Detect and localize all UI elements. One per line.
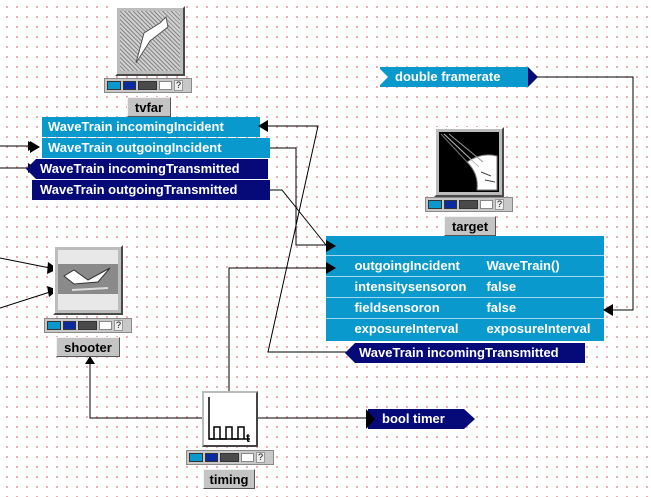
inner-view-icon[interactable]	[159, 81, 172, 90]
output-ports-icon[interactable]	[444, 200, 457, 209]
param-row-exposure-interval[interactable]: exposureInterval exposureInterval	[326, 299, 604, 336]
target-incoming-transmitted-port[interactable]: WaveTrain incomingTransmitted	[345, 343, 585, 363]
inner-view-icon[interactable]	[480, 200, 493, 209]
tvfar-name-label[interactable]: tvfar	[127, 97, 171, 117]
port-outgoing-incident[interactable]: WaveTrain outgoingIncident	[42, 138, 270, 158]
port-arrowhead	[30, 141, 40, 153]
param-name: intensitysensoron	[354, 279, 467, 294]
framerate-input-port[interactable]: double framerate	[380, 67, 528, 87]
inner-view-icon[interactable]	[241, 453, 254, 462]
timing-component-icon[interactable]: t	[202, 391, 258, 447]
shooter-toolbar: ?	[44, 318, 132, 333]
port-incoming-incident[interactable]: WaveTrain incomingIncident	[42, 117, 260, 137]
target-component-icon[interactable]	[434, 127, 504, 197]
parameters-icon[interactable]	[138, 81, 157, 90]
help-icon[interactable]: ?	[495, 199, 505, 210]
help-icon[interactable]: ?	[114, 320, 124, 331]
port-outgoing-transmitted[interactable]: WaveTrain outgoingTransmitted	[32, 180, 270, 200]
param-name: exposureInterval	[354, 321, 459, 336]
framerate-port-shape	[378, 67, 538, 87]
port-arrowhead	[326, 240, 336, 252]
wire-timing-target	[228, 267, 326, 391]
help-icon[interactable]: ?	[256, 452, 266, 463]
output-ports-icon[interactable]	[63, 321, 76, 330]
timing-toolbar: ?	[186, 450, 274, 465]
target-parameter-table: outgoingIncident WaveTrain() intensitysen…	[326, 236, 604, 357]
param-row-intensitysensoron[interactable]: intensitysensoron false	[326, 257, 604, 294]
shooter-name-label[interactable]: shooter	[56, 337, 120, 357]
parameters-icon[interactable]	[459, 200, 478, 209]
shooter-icon	[58, 250, 118, 310]
wire-left-4	[0, 291, 51, 309]
param-row-fieldsensoron[interactable]: fieldsensoron false	[326, 278, 604, 315]
output-ports-icon[interactable]	[123, 81, 136, 90]
parameters-icon[interactable]	[220, 453, 239, 462]
param-value: false	[486, 300, 517, 315]
timer-port-shape	[366, 409, 475, 429]
param-value: exposureInterval	[486, 321, 591, 336]
input-ports-icon[interactable]	[107, 81, 121, 90]
input-ports-icon[interactable]	[189, 453, 203, 462]
port-arrowhead	[326, 262, 336, 274]
tvfar-component-icon[interactable]	[115, 6, 185, 76]
port-incoming-transmitted[interactable]: WaveTrain incomingTransmitted	[26, 159, 268, 179]
port-arrowhead	[258, 120, 268, 132]
wire-left-3	[0, 257, 51, 269]
wire-outgoing-transmitted	[267, 189, 327, 246]
tvfar-toolbar: ?	[104, 78, 192, 93]
wire-timing-shooter	[89, 362, 202, 419]
timer-output-port[interactable]: bool timer	[368, 409, 464, 429]
param-name: fieldsensoron	[354, 300, 440, 315]
time-axis-label: t	[246, 431, 250, 445]
input-ports-icon[interactable]	[47, 321, 61, 330]
shooter-component-icon[interactable]	[53, 245, 123, 315]
param-value: false	[486, 279, 517, 294]
help-icon[interactable]: ?	[174, 80, 184, 91]
parameters-icon[interactable]	[78, 321, 97, 330]
output-ports-icon[interactable]	[205, 453, 218, 462]
port-arrowhead	[603, 304, 613, 316]
param-row-outgoing-incident[interactable]: outgoingIncident WaveTrain()	[326, 236, 604, 273]
input-ports-icon[interactable]	[428, 200, 442, 209]
inner-view-icon[interactable]	[99, 321, 112, 330]
timing-icon	[208, 397, 250, 440]
target-name-label[interactable]: target	[444, 216, 496, 236]
tvfar-icon	[135, 15, 169, 64]
param-value: WaveTrain()	[486, 258, 560, 273]
target-icon	[440, 133, 498, 191]
target-toolbar: ?	[425, 197, 513, 212]
param-row-exposure-length[interactable]: exposureLengthexposureLength	[326, 320, 604, 357]
wire-outgoing-incident	[270, 147, 326, 246]
param-name: outgoingIncident	[354, 258, 460, 273]
timing-name-label[interactable]: timing	[203, 469, 255, 489]
